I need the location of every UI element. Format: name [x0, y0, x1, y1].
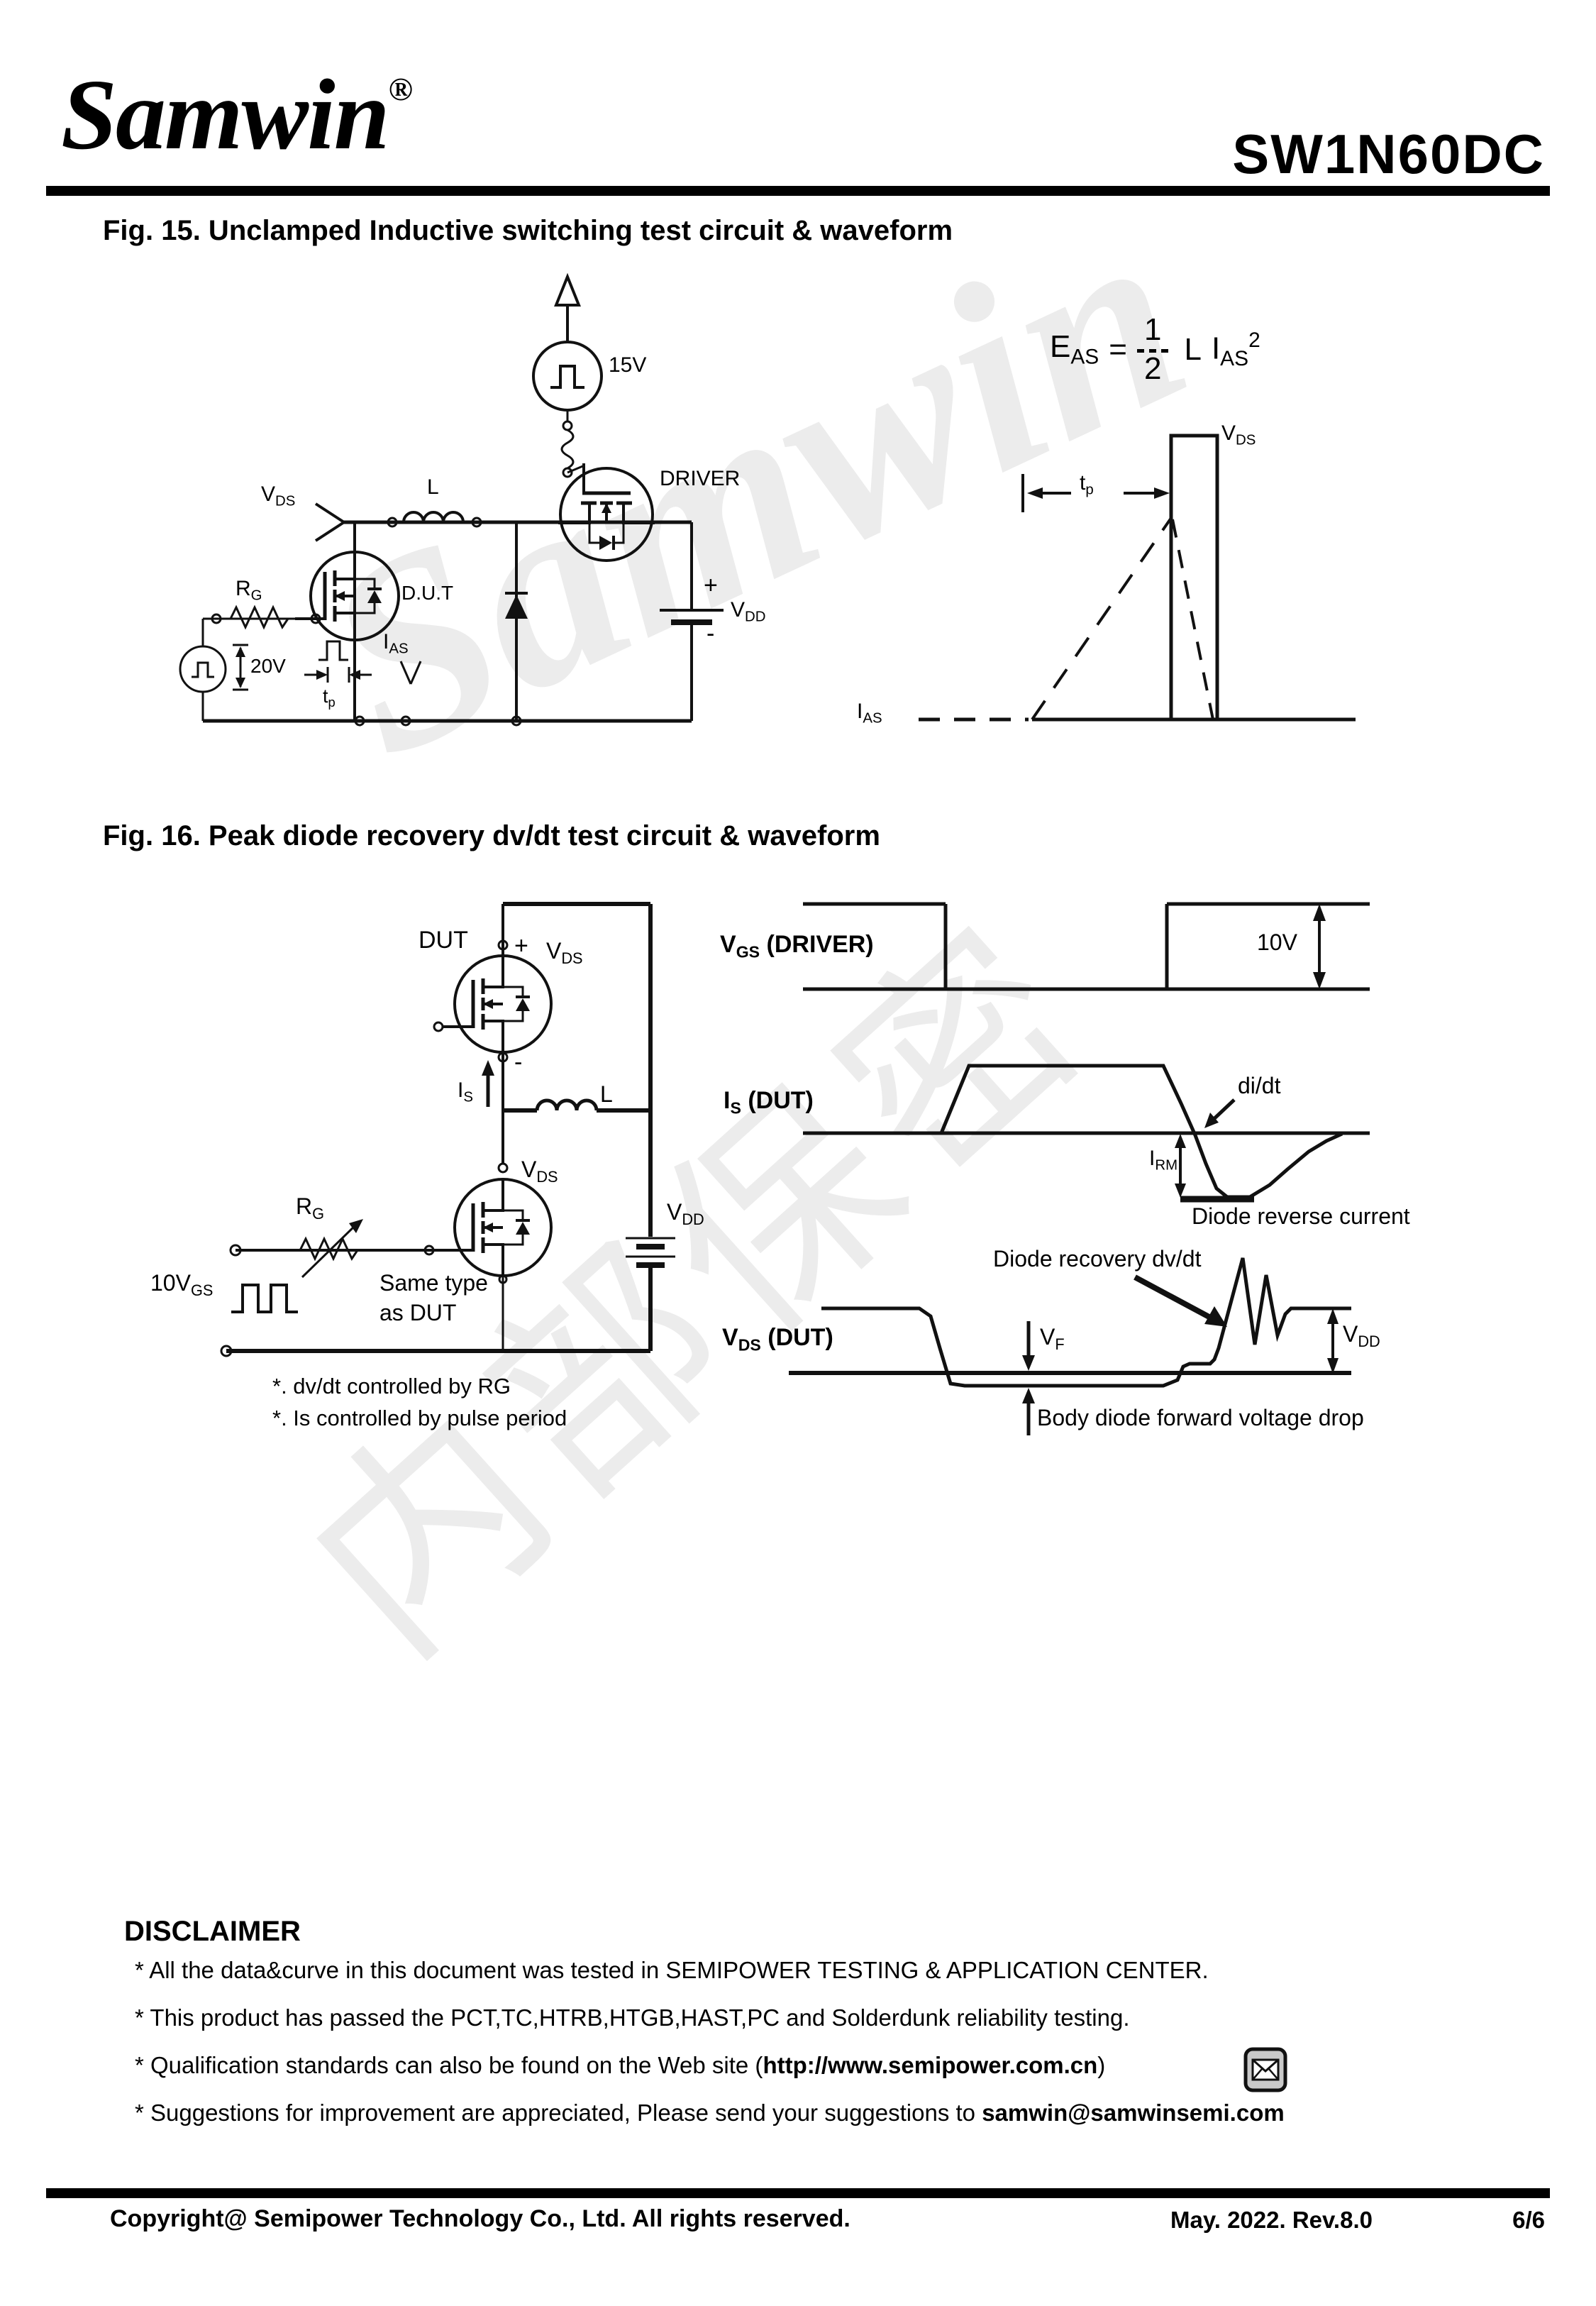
- dut-label: DUT: [419, 927, 468, 954]
- rg-resistor-icon: [229, 605, 289, 630]
- disclaimer-heading: DISCLAIMER: [124, 1916, 301, 1947]
- disclaimer-line-3: * Qualification standards can also be fo…: [135, 2052, 1106, 2078]
- dut-label: D.U.T: [401, 582, 454, 604]
- vdd-label: VDD: [731, 598, 766, 625]
- same-type-label-1: Same type: [379, 1270, 488, 1296]
- tp-label: tp: [323, 685, 336, 710]
- minus-label: -: [514, 1049, 523, 1076]
- company-logo: Samwin®: [61, 58, 413, 170]
- fig15-circuit: 15V DRIVER L VDS RG D.U.T 20V tp IAS + V…: [99, 255, 809, 752]
- diode-recovery-label: Diode recovery dv/dt: [993, 1246, 1202, 1271]
- disclaimer-line-1: * All the data&curve in this document wa…: [135, 1957, 1209, 1983]
- vds-label: VDS: [261, 482, 296, 509]
- vgs-source-label: 10VGS: [150, 1270, 214, 1299]
- pulse-glyph-icon: [550, 365, 584, 389]
- inductor-icon: [402, 511, 465, 523]
- vds-mid-label: VDS: [521, 1157, 558, 1186]
- diode-icon: [505, 595, 528, 619]
- vgs-driver-label: VGS (DRIVER): [720, 931, 874, 961]
- footer-rule: [46, 2188, 1550, 2198]
- loose-wire-icon: [560, 429, 575, 470]
- battery-minus-label: -: [706, 620, 715, 647]
- ias-waveform-label: IAS: [857, 700, 882, 727]
- inductor-label: L: [600, 1081, 613, 1107]
- supply-voltage-label: 15V: [609, 353, 647, 377]
- fig16-notes: *. dv/dt controlled by RG *. Is controll…: [272, 1371, 567, 1435]
- registered-mark: ®: [388, 71, 413, 107]
- fig16-circuit-drawing: [220, 902, 675, 1357]
- fig16-waveforms-drawing: [789, 902, 1370, 1435]
- pulse-glyph-icon: [192, 661, 214, 678]
- header-rule: [46, 186, 1550, 196]
- part-number: SW1N60DC: [1232, 123, 1545, 185]
- plus-label: +: [514, 932, 528, 959]
- fig16-waveforms: VGS (DRIVER) 10V IS (DUT) di/dt IRM Diod…: [709, 880, 1568, 1462]
- vds-dut-label: VDS (DUT): [722, 1324, 833, 1355]
- gate-pulse-icon: [318, 640, 348, 661]
- fig15-waveform-drawing: [919, 434, 1356, 722]
- note-is: *. Is controlled by pulse period: [272, 1405, 567, 1430]
- rg-label: RG: [235, 577, 262, 604]
- rg-resistor-icon: [299, 1236, 359, 1262]
- fig15-circuit-drawing: [179, 272, 724, 727]
- disclaimer-line-2: * This product has passed the PCT,TC,HTR…: [135, 2004, 1130, 2031]
- ias-label: IAS: [383, 630, 409, 657]
- vf-label: VF: [1040, 1324, 1065, 1353]
- disclaimer-line-4: * Suggestions for improvement are apprec…: [135, 2100, 1285, 2126]
- fig15-title: Fig. 15. Unclamped Inductive switching t…: [103, 215, 953, 246]
- irm-label: IRM: [1149, 1147, 1178, 1174]
- is-dut-label: IS (DUT): [724, 1087, 814, 1118]
- supply-arrow-icon: [554, 272, 581, 307]
- vgs-pulse-icon: [231, 1284, 298, 1313]
- vdd-label: VDD: [667, 1199, 704, 1228]
- gate-voltage-label: 20V: [250, 655, 286, 677]
- driver-label: DRIVER: [660, 467, 741, 490]
- fig16-title: Fig. 16. Peak diode recovery dv/dt test …: [103, 820, 880, 851]
- body-diode-label: Body diode forward voltage drop: [1037, 1405, 1364, 1430]
- vds-top-label: VDS: [546, 938, 583, 967]
- note-dvdt: *. dv/dt controlled by RG: [272, 1374, 511, 1399]
- contact-email: samwin@samwinsemi.com: [982, 2100, 1285, 2126]
- footer-copyright: Copyright@ Semipower Technology Co., Ltd…: [110, 2205, 850, 2232]
- is-label: IS: [458, 1078, 473, 1105]
- website-url: http://www.semipower.com.cn: [763, 2052, 1098, 2078]
- footer-revision: May. 2022. Rev.8.0: [1170, 2207, 1373, 2233]
- fig16-circuit: DUT + VDS - IS L VDS RG 10VGS Same type …: [99, 880, 780, 1391]
- inductor-label: L: [427, 475, 439, 499]
- tp-waveform-label: tp: [1080, 471, 1094, 498]
- diode-reverse-label: Diode reverse current: [1192, 1203, 1410, 1229]
- rg-label: RG: [296, 1193, 325, 1223]
- battery-plus-label: +: [704, 572, 718, 599]
- vdd-wave-label: VDD: [1343, 1321, 1380, 1350]
- inductor-icon: [535, 1098, 599, 1111]
- footer-page-number: 6/6: [1512, 2207, 1545, 2233]
- vds-waveform-label: VDS: [1221, 421, 1256, 448]
- ten-v-label: 10V: [1257, 929, 1297, 955]
- didt-label: di/dt: [1238, 1073, 1281, 1098]
- same-type-label-2: as DUT: [379, 1300, 457, 1325]
